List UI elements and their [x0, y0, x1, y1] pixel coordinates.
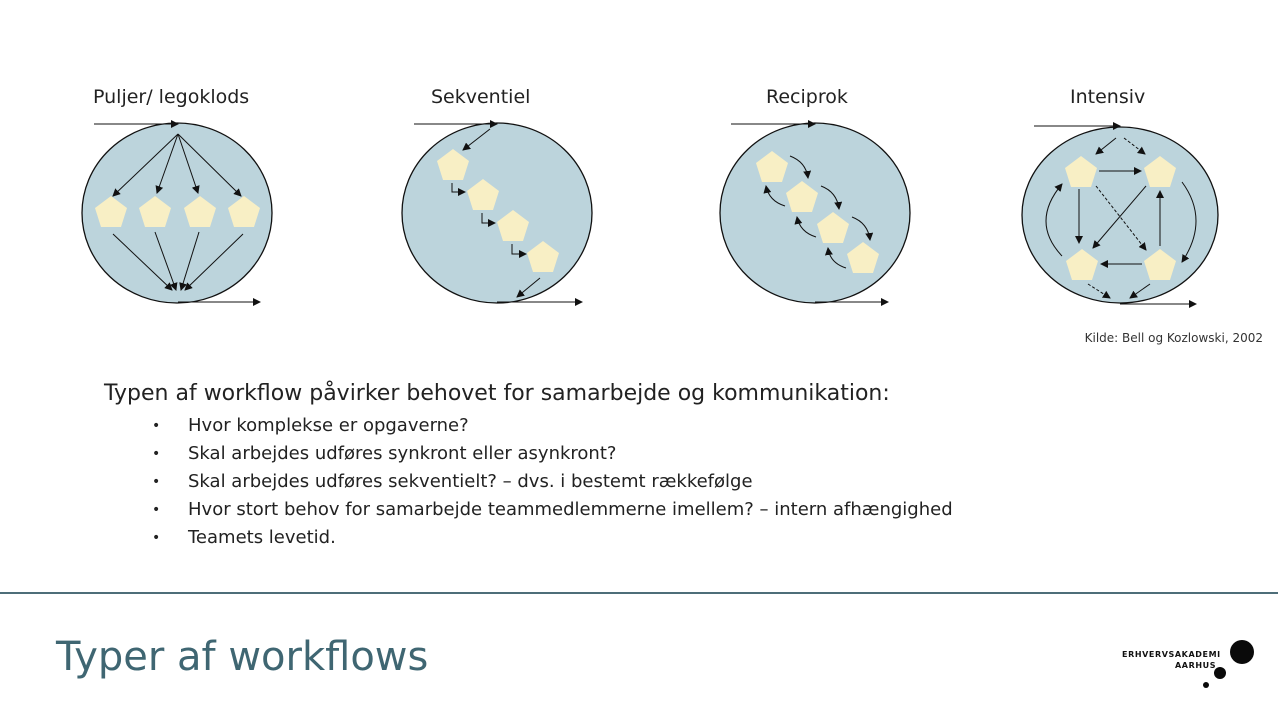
logo-dot-medium	[1214, 667, 1226, 679]
sequential-workflow-diagram	[401, 120, 593, 306]
diagram-title-intensive: Intensiv	[1070, 86, 1146, 108]
intensive-workflow-diagram	[1021, 122, 1219, 308]
reciprocal-workflow-diagram	[719, 120, 911, 306]
list-item: Hvor stort behov for samarbejde teammedl…	[152, 498, 953, 526]
logo-line-2: AARHUS	[1175, 661, 1217, 670]
list-item: Skal arbejdes udføres synkront eller asy…	[152, 442, 953, 470]
list-item: Skal arbejdes udføres sekventielt? – dvs…	[152, 470, 953, 498]
logo-line-1: ERHVERVSAKADEMI	[1122, 650, 1221, 659]
workflow-diagrams	[81, 120, 1219, 308]
page-title: Typer af workflows	[56, 634, 429, 680]
logo-dot-small	[1203, 682, 1209, 688]
lead-statement: Typen af workflow påvirker behovet for s…	[104, 381, 890, 406]
list-item: Hvor komplekse er opgaverne?	[152, 414, 953, 442]
footer-divider	[0, 592, 1278, 594]
diagram-title-pooled: Puljer/ legoklods	[93, 86, 250, 108]
logo-dot-large	[1230, 640, 1254, 664]
pooled-workflow-diagram	[81, 120, 273, 306]
list-item: Teamets levetid.	[152, 526, 953, 554]
erhvervsakademi-aarhus-logo: ERHVERVSAKADEMI AARHUS	[1118, 640, 1258, 692]
source-citation: Kilde: Bell og Kozlowski, 2002	[1084, 331, 1263, 345]
diagram-title-reciprocal: Reciprok	[766, 86, 848, 108]
diagram-title-sequential: Sekventiel	[431, 86, 531, 108]
question-list: Hvor komplekse er opgaverne? Skal arbejd…	[152, 414, 953, 554]
